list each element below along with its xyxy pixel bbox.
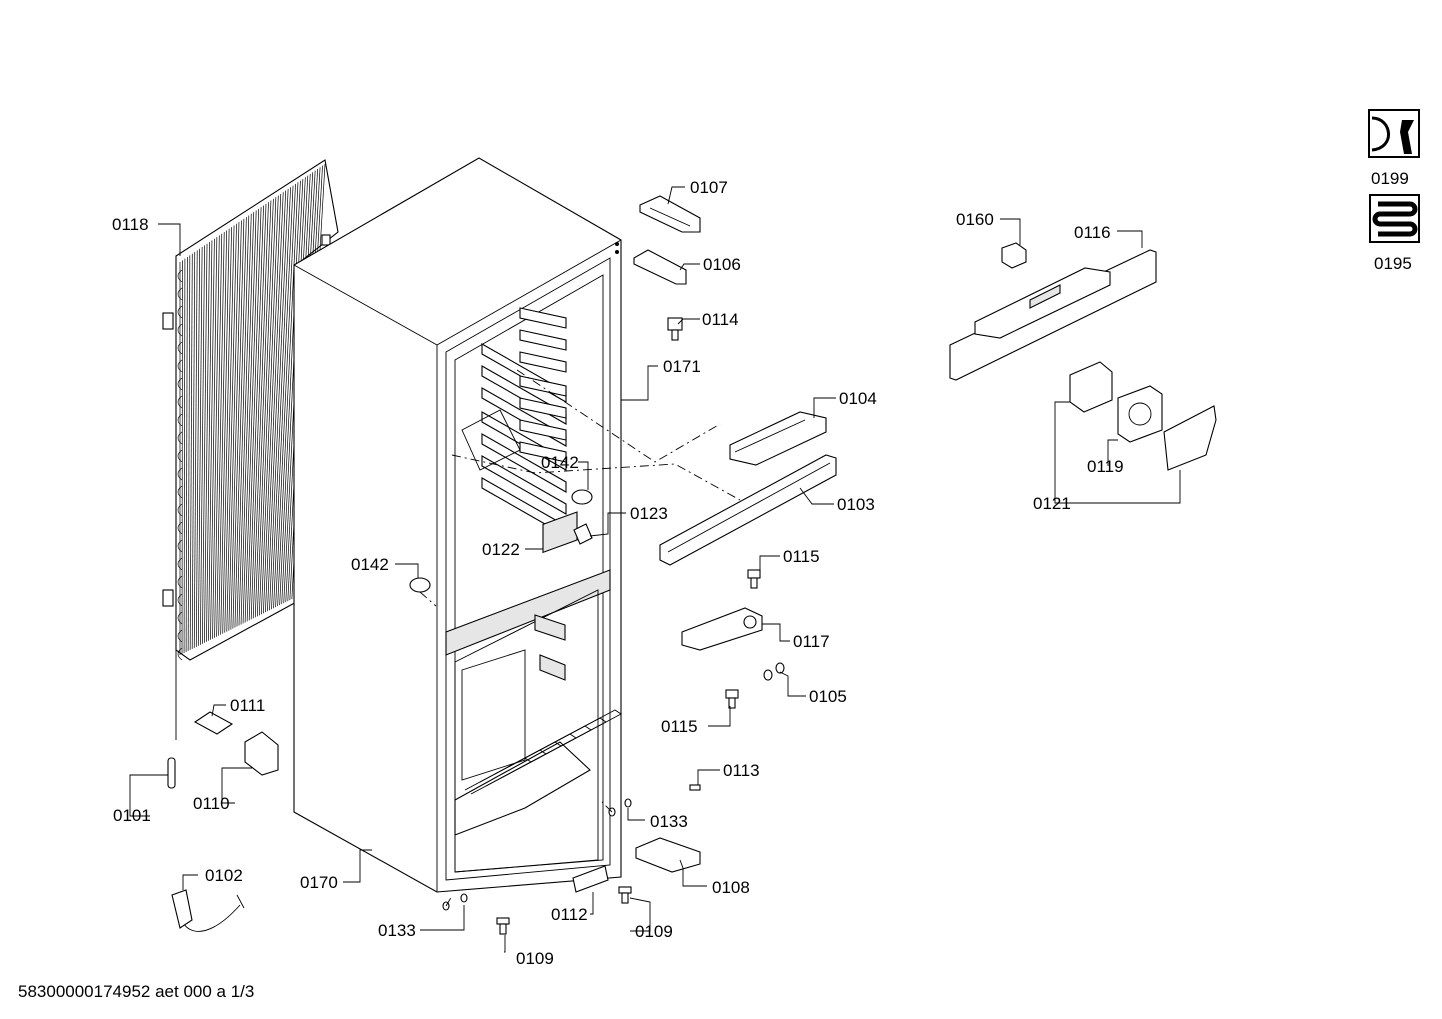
label-0133-right: 0133 <box>650 812 688 831</box>
label-0115-upper: 0115 <box>783 547 820 566</box>
top-hinge-part <box>633 249 687 285</box>
label-0104: 0104 <box>839 389 877 408</box>
label-0105: 0105 <box>809 687 847 706</box>
leader-line <box>629 897 651 932</box>
cabinet-housing-part <box>293 157 622 893</box>
label-0133-left: 0133 <box>378 921 416 940</box>
leader-line <box>395 563 419 578</box>
label-0109-right: 0109 <box>635 922 673 941</box>
fan-cover-part <box>1163 405 1217 471</box>
leader-line <box>708 706 731 727</box>
leader-line <box>697 769 720 785</box>
reference-line <box>419 591 437 607</box>
reference-line <box>601 801 613 813</box>
leader-line <box>589 512 626 537</box>
power-cord-part <box>171 889 245 932</box>
middle-hinge-part <box>681 607 763 651</box>
label-0121: 0121 <box>1033 494 1071 513</box>
label-0109-left: 0109 <box>516 949 554 968</box>
label-0114: 0114 <box>702 310 739 329</box>
leader-line <box>759 555 780 572</box>
leader-line <box>158 223 181 256</box>
leader-line <box>578 461 589 490</box>
label-0195: 0195 <box>1374 254 1412 273</box>
leader-line <box>1077 470 1181 504</box>
leader-line <box>1000 218 1021 245</box>
connector-part <box>1001 242 1027 269</box>
hinge-cover-part <box>639 195 701 233</box>
leader-line <box>221 767 252 804</box>
label-0115-lower: 0115 <box>661 717 698 736</box>
washer-part <box>763 662 785 681</box>
label-0142-lower: 0142 <box>351 555 389 574</box>
leader-line <box>420 905 465 931</box>
lamp-housing-part <box>729 411 827 466</box>
leader-line <box>762 623 790 642</box>
label-0107: 0107 <box>690 178 728 197</box>
label-0113: 0113 <box>723 761 760 780</box>
label-0106: 0106 <box>703 255 741 274</box>
leader-line <box>211 704 226 717</box>
leader-line <box>1054 401 1077 504</box>
leader-line <box>621 365 658 401</box>
fan-part <box>1117 385 1163 443</box>
cover-plate-part <box>572 865 609 893</box>
light-rail-part <box>659 454 837 566</box>
fan-bracket-part <box>1069 361 1113 413</box>
label-0101: 0101 <box>113 806 151 825</box>
reference-line <box>445 895 453 907</box>
label-0142-upper: 0142 <box>541 453 579 472</box>
bottom-hinge-part <box>635 837 701 873</box>
leader-line <box>799 487 834 505</box>
label-0117: 0117 <box>793 632 830 651</box>
leader-line <box>182 874 198 890</box>
leader-line <box>590 892 594 915</box>
tube-part <box>167 757 176 789</box>
label-0116: 0116 <box>1074 223 1111 242</box>
control-panel-part <box>949 249 1157 381</box>
refrigerant-coil-icon <box>1369 194 1420 243</box>
label-0111: 0111 <box>230 696 265 715</box>
leveling-foot-part <box>496 886 632 935</box>
document-id-footer: 58300000174952 aet 000 a 1/3 <box>18 982 255 1001</box>
service-wrench-icon <box>1368 109 1420 158</box>
label-0102: 0102 <box>205 866 243 885</box>
reference-lines <box>419 369 741 907</box>
part-labels: 0118 0107 0106 0114 0171 0104 0142 0103 … <box>112 169 1412 968</box>
reference-line <box>516 369 721 463</box>
leader-line <box>667 186 685 205</box>
hinge-screw-part <box>667 317 683 341</box>
leader-line <box>1117 230 1143 248</box>
mount-clip-part <box>193 711 279 776</box>
label-0123: 0123 <box>630 504 668 523</box>
damper-part <box>573 523 593 545</box>
label-0103: 0103 <box>837 495 875 514</box>
leader-line <box>813 397 836 418</box>
leader-line <box>679 859 707 887</box>
label-0171: 0171 <box>663 357 701 376</box>
label-0110: 0110 <box>193 794 230 813</box>
label-0122: 0122 <box>482 540 520 559</box>
reference-line <box>451 454 741 501</box>
leader-line <box>343 849 372 883</box>
label-0108: 0108 <box>712 878 750 897</box>
leader-line <box>779 671 806 697</box>
leader-line <box>504 935 506 953</box>
label-0119: 0119 <box>1087 457 1124 476</box>
label-0170: 0170 <box>300 873 338 892</box>
leader-lines <box>129 186 1181 953</box>
leader-line <box>677 318 700 325</box>
label-0199: 0199 <box>1371 169 1409 188</box>
label-0112: 0112 <box>551 905 588 924</box>
leader-line <box>1107 439 1118 466</box>
leader-line <box>627 808 645 821</box>
leader-line <box>679 263 700 271</box>
leader-line <box>129 774 168 817</box>
screw-part <box>689 569 761 791</box>
label-0118: 0118 <box>112 215 149 234</box>
cap-part <box>409 489 593 593</box>
label-0160: 0160 <box>956 210 994 229</box>
